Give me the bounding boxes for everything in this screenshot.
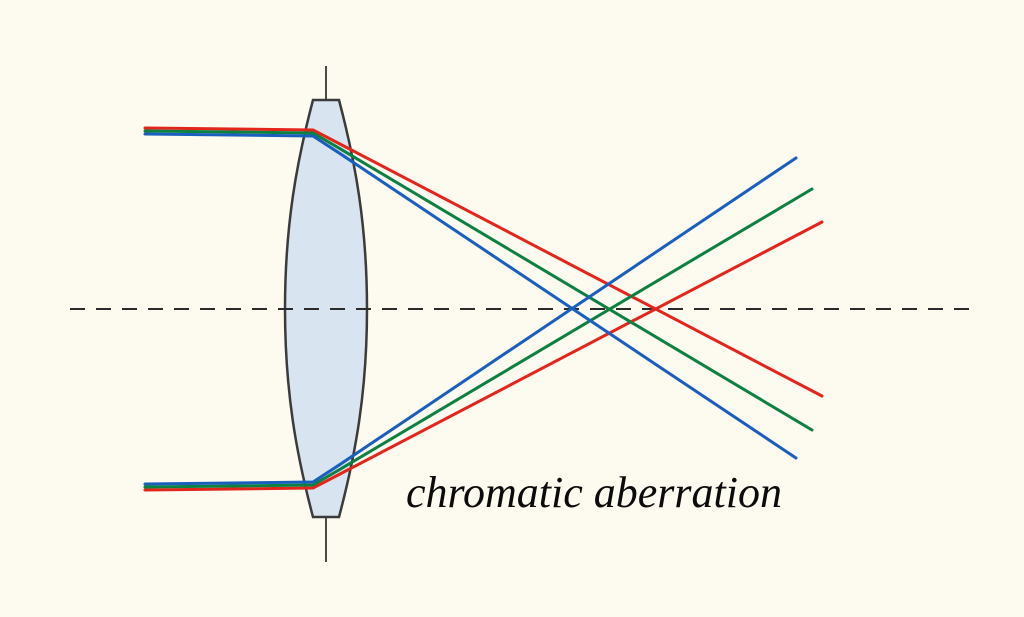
ray-green-upper [143, 129, 814, 432]
ray-red-upper [143, 126, 824, 398]
lens-shape [283, 98, 369, 519]
ray-blue-upper [143, 132, 798, 460]
ray-green-lower [143, 187, 814, 489]
ray-blue-lower [143, 156, 798, 486]
light-rays [143, 126, 824, 492]
caption-label: chromatic aberration [406, 468, 782, 517]
ray-red-lower [143, 220, 824, 492]
